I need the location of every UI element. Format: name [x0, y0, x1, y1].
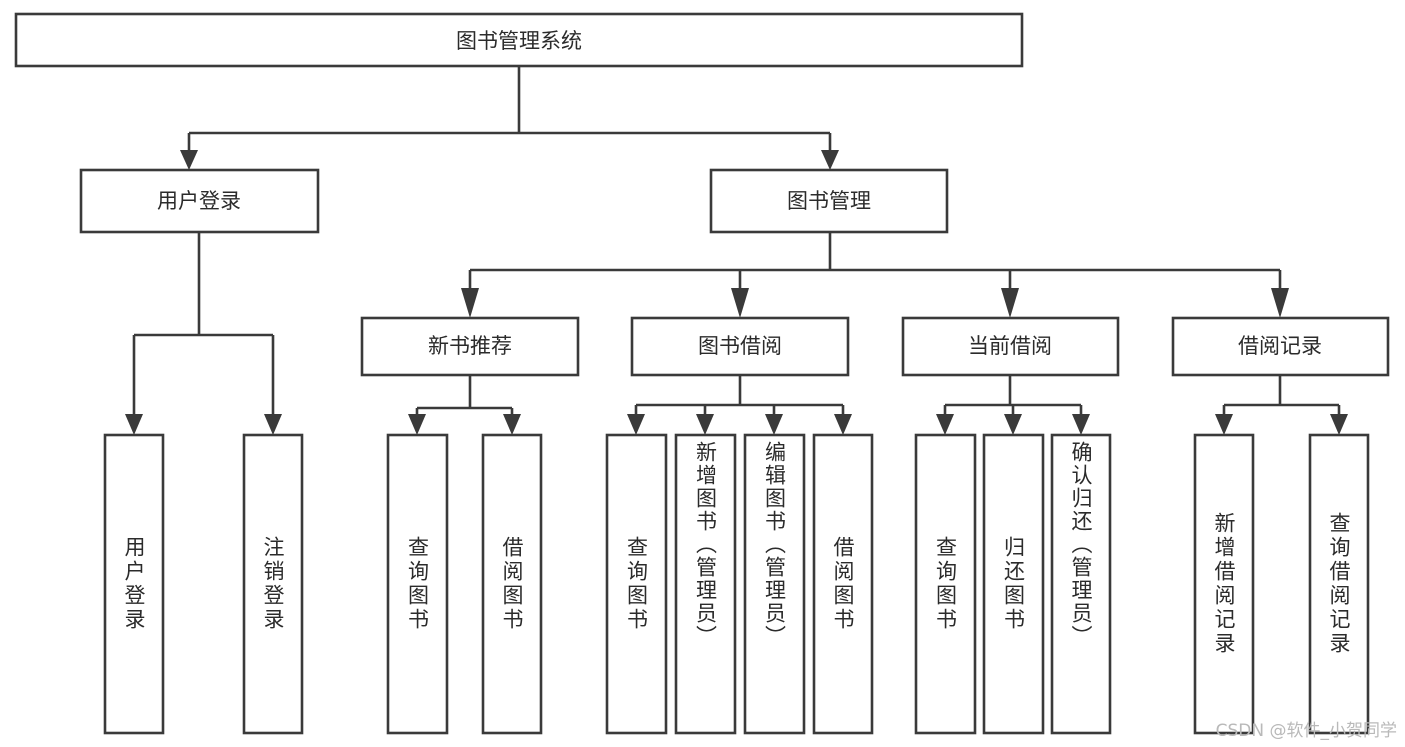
node-book-management-label: 图书管理	[787, 189, 871, 213]
leaf-node[interactable]	[914, 433, 977, 735]
leaf-node[interactable]	[1308, 433, 1370, 735]
leaf-query-book-1-box[interactable]	[386, 433, 449, 735]
arrowhead-borrowrecord	[1271, 288, 1289, 318]
leaf-edit-book-box[interactable]	[743, 433, 806, 735]
leaf-borrow-book-2-label: 借阅图书	[831, 536, 855, 632]
leaf-borrow-book-2[interactable]: 借阅图书	[814, 435, 872, 733]
leaf-node[interactable]	[982, 433, 1045, 735]
arrowhead-leaf-query-record	[1330, 414, 1348, 435]
leaf-node[interactable]	[605, 433, 668, 735]
arrowhead-leaf-return-book	[1004, 414, 1022, 435]
leaf-logout[interactable]: 注销登录	[244, 435, 302, 733]
node-current-borrow-box[interactable]	[901, 316, 1120, 377]
connector-layer	[125, 66, 1348, 435]
leaf-add-record[interactable]: 新增借阅记录	[1195, 435, 1253, 733]
arrowhead-leaf-add-record	[1215, 414, 1233, 435]
node-new-book-recommend-label: 新书推荐	[428, 334, 512, 358]
arrowhead-currentborrow	[1001, 288, 1019, 318]
node-new-book-recommend[interactable]: 新书推荐	[360, 316, 580, 377]
leaf-query-book-1-label: 查询图书	[405, 536, 430, 632]
arrowhead-leaf-confirm-return	[1072, 414, 1090, 435]
node-book-borrow-label: 图书借阅	[698, 334, 782, 358]
arrowhead-leaf-borrow-book-2	[834, 414, 852, 435]
leaf-borrow-book-1[interactable]: 借阅图书	[483, 435, 541, 733]
node-borrow-record[interactable]: 借阅记录	[1171, 316, 1390, 377]
leaf-node[interactable]	[242, 433, 304, 735]
leaf-node[interactable]	[386, 433, 449, 735]
leaf-add-book-box[interactable]	[674, 433, 737, 735]
node-user-login-label: 用户登录	[157, 189, 241, 213]
leaf-add-book-label: 新增图书（管理员）	[693, 441, 718, 648]
leaf-confirm-return-box[interactable]	[1050, 433, 1112, 735]
leaf-node[interactable]	[743, 433, 806, 735]
leaf-user-login[interactable]: 用户登录	[105, 435, 163, 733]
leaf-borrow-book-1-box[interactable]	[481, 433, 543, 735]
leaf-add-record-label: 新增借阅记录	[1212, 512, 1236, 656]
node-current-borrow-label: 当前借阅	[968, 334, 1052, 358]
arrowhead-leaf-borrow-book-1	[503, 414, 521, 435]
leaf-query-book-3-box[interactable]	[914, 433, 977, 735]
leaf-borrow-book-2-box[interactable]	[812, 433, 874, 735]
arrowhead-leaf-edit-book	[765, 414, 783, 435]
leaf-node[interactable]	[1050, 433, 1112, 735]
leaf-query-record-label: 查询借阅记录	[1327, 512, 1351, 656]
node-root-system[interactable]: 图书管理系统	[14, 12, 1024, 68]
node-book-borrow[interactable]: 图书借阅	[630, 316, 850, 377]
leaf-query-book-2-box[interactable]	[605, 433, 668, 735]
node-book-management-box[interactable]	[709, 168, 949, 234]
leaf-node[interactable]	[481, 433, 543, 735]
leaf-return-book[interactable]: 归还图书	[984, 435, 1043, 733]
leaf-query-book-3[interactable]: 查询图书	[916, 435, 975, 733]
leaf-return-book-box[interactable]	[982, 433, 1045, 735]
leaf-confirm-return[interactable]: 确认归还（管理员）	[1052, 435, 1110, 733]
leaf-add-book[interactable]: 新增图书（管理员）	[676, 435, 735, 733]
leaf-borrow-book-1-label: 借阅图书	[500, 536, 524, 632]
leaf-edit-book[interactable]: 编辑图书（管理员）	[745, 435, 804, 733]
leaf-node[interactable]	[103, 433, 165, 735]
leaf-user-login-label: 用户登录	[122, 536, 146, 632]
leaf-query-book-3-label: 查询图书	[933, 536, 958, 632]
leaf-user-login-box[interactable]	[103, 433, 165, 735]
leaf-edit-book-label: 编辑图书（管理员）	[762, 441, 787, 648]
arrowhead-bookmgmt	[821, 150, 839, 170]
arrowhead-bookborrow	[731, 288, 749, 318]
leaf-query-book-1[interactable]: 查询图书	[388, 435, 447, 733]
leaf-node[interactable]	[812, 433, 874, 735]
node-root-system-box[interactable]	[14, 12, 1024, 68]
node-new-book-recommend-box[interactable]	[360, 316, 580, 377]
leaf-query-book-2-label: 查询图书	[624, 536, 649, 632]
csdn-watermark: CSDN @软件_小贺同学	[1215, 721, 1397, 741]
leaf-query-book-2[interactable]: 查询图书	[607, 435, 666, 733]
leaf-node[interactable]	[1193, 433, 1255, 735]
arrowhead-leaf-query-book-3	[936, 414, 954, 435]
node-user-login[interactable]: 用户登录	[79, 168, 320, 234]
leaf-return-book-label: 归还图书	[1001, 536, 1026, 632]
node-user-login-box[interactable]	[79, 168, 320, 234]
leaf-add-record-box[interactable]	[1193, 433, 1255, 735]
arrowhead-leaf-logout	[264, 414, 282, 435]
arrowhead-leaf-user-login	[125, 414, 143, 435]
node-borrow-record-label: 借阅记录	[1238, 334, 1322, 358]
node-book-management[interactable]: 图书管理	[709, 168, 949, 234]
node-root-system-label: 图书管理系统	[456, 29, 582, 53]
arrowhead-leaf-query-book-2	[627, 414, 645, 435]
leaf-node[interactable]	[674, 433, 737, 735]
leaf-logout-box[interactable]	[242, 433, 304, 735]
leaf-query-record-box[interactable]	[1308, 433, 1370, 735]
leaf-confirm-return-label: 确认归还（管理员）	[1069, 441, 1093, 648]
node-borrow-record-box[interactable]	[1171, 316, 1390, 377]
arrowhead-userlogin	[180, 150, 198, 170]
node-book-borrow-box[interactable]	[630, 316, 850, 377]
leaf-logout-label: 注销登录	[261, 536, 285, 632]
arrowhead-leaf-query-book-1	[408, 414, 426, 435]
node-current-borrow[interactable]: 当前借阅	[901, 316, 1120, 377]
arrowhead-leaf-add-book	[696, 414, 714, 435]
arrowhead-newbook	[461, 288, 479, 318]
leaf-query-record[interactable]: 查询借阅记录	[1310, 435, 1368, 733]
